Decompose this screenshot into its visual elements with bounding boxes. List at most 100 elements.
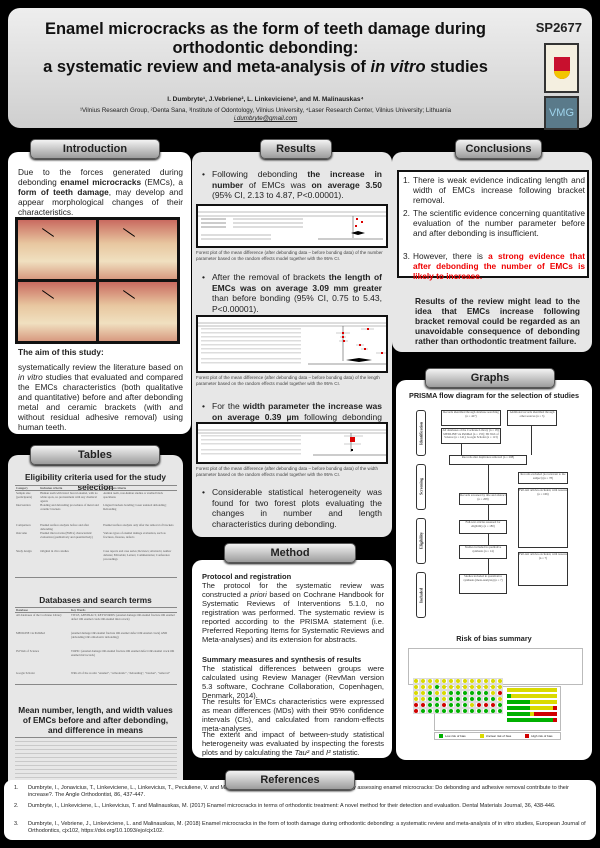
flow-arrow — [488, 534, 489, 545]
text-bold: the length of EMCs was on average 3.09 m… — [212, 272, 382, 293]
rob-dot — [476, 679, 481, 683]
poster-code: SP2677 — [535, 20, 582, 35]
rob-dot — [476, 697, 481, 701]
rob-cell — [496, 696, 503, 702]
aim-paragraph: systematically review the literature bas… — [18, 362, 183, 432]
conclusion-item: 1.There is weak evidence indicating leng… — [403, 175, 585, 205]
text-bold: enamel microcracks — [60, 177, 142, 187]
rob-cell — [468, 684, 476, 690]
affiliations: ¹Vilnius Research Group, ²Denta Sana, ³I… — [18, 107, 513, 123]
text: of EMCs was — [243, 179, 312, 190]
section-header-conclusions: Conclusions — [455, 139, 542, 159]
item-number: 2. — [14, 803, 19, 809]
rob-dot — [455, 679, 460, 683]
cell: Human teeth with intact buccal enamel, w… — [40, 491, 98, 503]
forest-plot-width — [196, 422, 388, 464]
rob-bar-chart — [507, 688, 557, 728]
conclusion-item: 3.However, there is a strong evidence th… — [403, 251, 585, 281]
rob-bar-segment — [511, 694, 557, 698]
legend-label: Unclear risk of bias — [485, 734, 512, 738]
means-title: Mean number, length, and width values of… — [18, 705, 173, 735]
text: The protocol for the systematic review w… — [202, 581, 384, 599]
table-row: MEDLINE via PubMed(enamel damage OR enam… — [15, 631, 177, 649]
rob-dot — [428, 703, 433, 707]
rob-dot — [490, 709, 495, 713]
rob-cell — [419, 696, 427, 702]
method-paragraph-mds: The results for EMCs characteristics wer… — [202, 697, 384, 733]
cell: Various types of enamel damage evaluatio… — [103, 531, 166, 539]
rob-dot — [421, 697, 426, 701]
rob-bar-segment — [534, 712, 557, 716]
reference-item: 3.Dumbryte, I., Vebriene, J., Linkevicie… — [14, 821, 588, 835]
section-header-method: Method — [224, 543, 356, 563]
rob-dot — [449, 697, 454, 701]
rob-dot — [435, 697, 440, 701]
text: systematically review the literature bas… — [18, 362, 183, 372]
rob-dot — [490, 685, 495, 689]
cell: TITLE, ABSTRACT, KEYWORDS: (enamel damag… — [71, 613, 175, 621]
rob-dot — [414, 703, 419, 707]
rob-dot — [469, 709, 474, 713]
rob-cell — [419, 690, 427, 696]
text: Due to the forces generated during debon… — [18, 167, 183, 187]
rob-bar-segment — [553, 706, 557, 710]
rob-cell — [419, 684, 427, 690]
rob-cell — [489, 690, 497, 696]
teeth-photo — [18, 282, 96, 341]
prisma-other-sources: Additional records identified through ot… — [507, 410, 557, 426]
forest-caption-number: Forest plot of the mean difference (afte… — [196, 250, 388, 261]
rob-cell — [496, 678, 503, 684]
rob-cell — [496, 684, 503, 690]
introduction-panel: Due to the forces generated during debon… — [8, 152, 191, 434]
cell: Case reports and case series; Reviews; A… — [103, 549, 172, 561]
caption-text: Forest plot of the mean difference (afte… — [196, 466, 379, 477]
rob-dot — [497, 703, 502, 707]
title-line-2: orthodontic debonding: — [172, 39, 359, 57]
method-paragraph-heterogeneity: The extent and impact of between-study s… — [202, 730, 384, 757]
rob-dot — [442, 691, 447, 695]
rob-cell — [489, 696, 497, 702]
rob-bar-segment — [530, 706, 553, 710]
rob-dot — [449, 679, 454, 683]
rob-dot — [497, 679, 502, 683]
cell: Lingual brackets bonding; Laser assisted… — [103, 503, 167, 511]
cell: Enamel surface analysis before and after… — [40, 523, 89, 531]
rob-bar-segment — [507, 712, 530, 716]
rob-cell — [461, 678, 469, 684]
rob-cell — [482, 684, 490, 690]
prisma-excluded-2: Full-text articles excluded, with reason… — [518, 488, 568, 548]
rob-dot — [414, 691, 419, 695]
cell: Sample size (participants) — [16, 491, 32, 499]
text: After the removal of brackets — [212, 272, 329, 282]
section-header-results: Results — [260, 139, 332, 159]
email-link[interactable]: i.dumbryte@gmail.com — [233, 115, 298, 122]
rob-cell — [426, 696, 434, 702]
rob-cell — [482, 708, 490, 714]
rob-dot — [483, 691, 488, 695]
rob-cell — [440, 708, 448, 714]
eligibility-title: Eligibility criteria used for the study … — [24, 472, 167, 492]
item-number: 2. — [403, 208, 410, 218]
rob-dot — [449, 709, 454, 713]
rob-bar — [507, 712, 557, 716]
section-header-introduction: Introduction — [30, 139, 160, 159]
rob-bar — [507, 718, 557, 722]
rob-dot — [469, 679, 474, 683]
title-line-1: Enamel microcracks as the form of teeth … — [44, 20, 487, 38]
rob-dot — [442, 709, 447, 713]
forest-plot-length — [196, 315, 388, 373]
rob-dot — [497, 691, 502, 695]
rob-cell — [489, 684, 497, 690]
poster-title: Enamel microcracks as the form of teeth … — [18, 20, 513, 77]
rob-dot — [442, 679, 447, 683]
cell: With all of the words: "enamel", "orthod… — [71, 670, 171, 675]
rob-dot — [449, 691, 454, 695]
rob-dot — [414, 679, 419, 683]
rob-cell — [413, 696, 420, 702]
rob-dot — [435, 703, 440, 707]
cell: MEDLINE via PubMed — [16, 630, 45, 635]
